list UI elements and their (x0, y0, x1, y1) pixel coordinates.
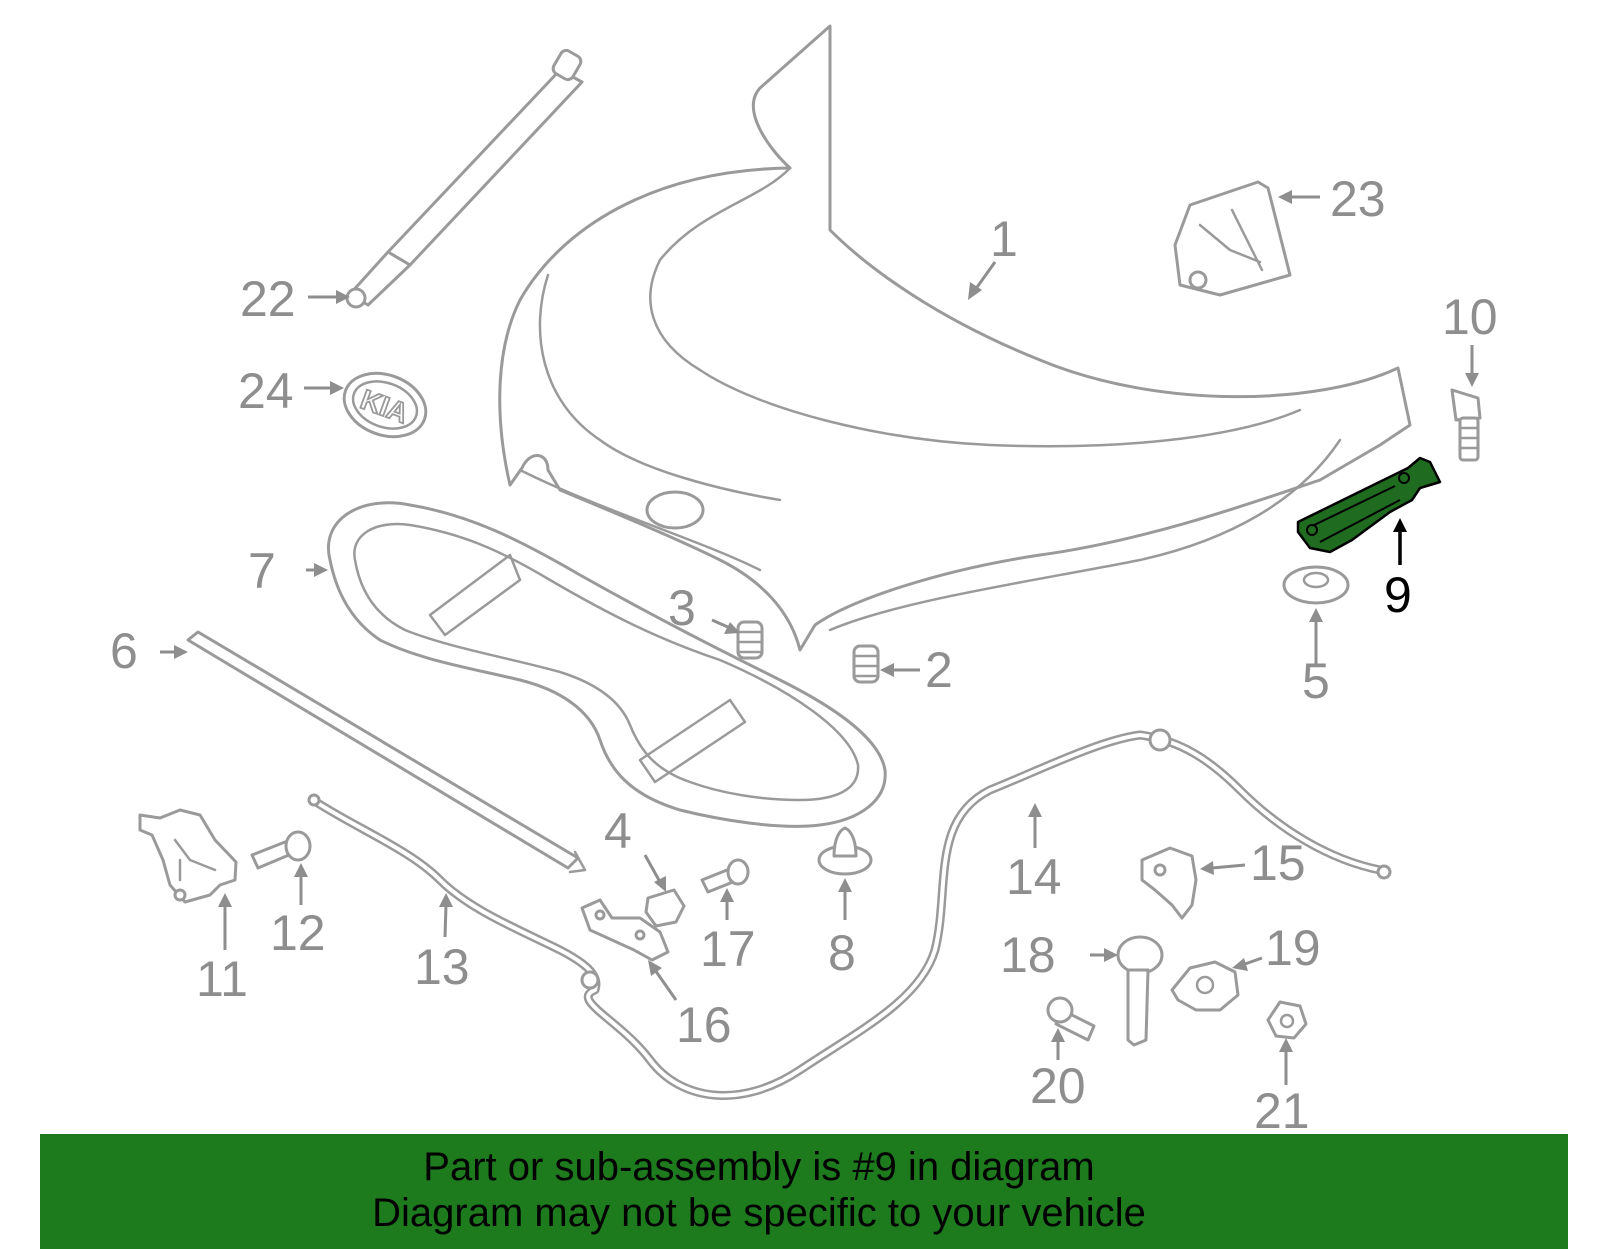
callout-6: 6 (110, 623, 138, 679)
washer-grommet (1282, 565, 1350, 605)
callout-4: 4 (604, 803, 632, 859)
callout-10: 10 (1442, 289, 1498, 345)
callout-arrow-9 (1393, 518, 1407, 565)
hood-bracket (1173, 180, 1292, 297)
hood-hinge-highlighted (1296, 456, 1442, 554)
bolt-17 (700, 858, 750, 894)
callout-9: 9 (1384, 567, 1412, 623)
hood-insulator-pad (327, 501, 887, 828)
hood-weatherstrip (186, 630, 587, 874)
nut-21 (1266, 1000, 1308, 1040)
release-handle (1116, 935, 1164, 1047)
kia-emblem: KIA (342, 371, 428, 439)
hood-bumper-2 (852, 644, 880, 684)
callout-11: 11 (196, 951, 248, 1007)
bracket-16 (580, 898, 670, 962)
latch-bolt (250, 830, 312, 870)
hinge-bolt (1450, 388, 1482, 462)
callout-16: 16 (676, 997, 732, 1053)
callout-3: 3 (668, 580, 696, 636)
callout-14: 14 (1006, 849, 1062, 905)
callout-8: 8 (828, 925, 856, 981)
callout-labels: 1 2 3 4 5 6 7 8 9 10 11 12 13 14 15 16 1… (110, 171, 1498, 1139)
callout-20: 20 (1030, 1058, 1086, 1114)
callout-22: 22 (240, 271, 296, 327)
hood-latch (138, 808, 238, 904)
pin-clip-8 (817, 826, 873, 876)
banner-line-1: Part or sub-assembly is #9 in diagram (423, 1145, 1095, 1189)
callout-21: 21 (1254, 1083, 1310, 1139)
callout-5: 5 (1302, 653, 1330, 709)
callout-7: 7 (248, 543, 276, 599)
hood-bumper-3 (736, 620, 764, 660)
info-banner: Part or sub-assembly is #9 in diagram Di… (40, 1134, 1568, 1249)
callout-12: 12 (270, 905, 326, 961)
callout-13: 13 (414, 939, 470, 995)
bracket-15 (1140, 846, 1198, 920)
callout-15: 15 (1250, 835, 1306, 891)
hood-panel (498, 24, 1412, 652)
callout-18: 18 (1000, 927, 1056, 983)
callout-1: 1 (990, 211, 1018, 267)
hood-release-cable (307, 728, 1392, 1100)
clip-4 (644, 888, 686, 928)
banner-line-2: Diagram may not be specific to your vehi… (372, 1191, 1146, 1235)
callout-24: 24 (238, 363, 294, 419)
grommet-19 (1170, 960, 1240, 1012)
callout-23: 23 (1330, 171, 1386, 227)
callout-arrows (160, 190, 1479, 1085)
bolt-20 (1046, 996, 1096, 1042)
callout-19: 19 (1265, 920, 1321, 976)
callout-17: 17 (700, 921, 756, 977)
callout-2: 2 (925, 642, 953, 698)
hood-lift-support-strut (345, 48, 584, 309)
